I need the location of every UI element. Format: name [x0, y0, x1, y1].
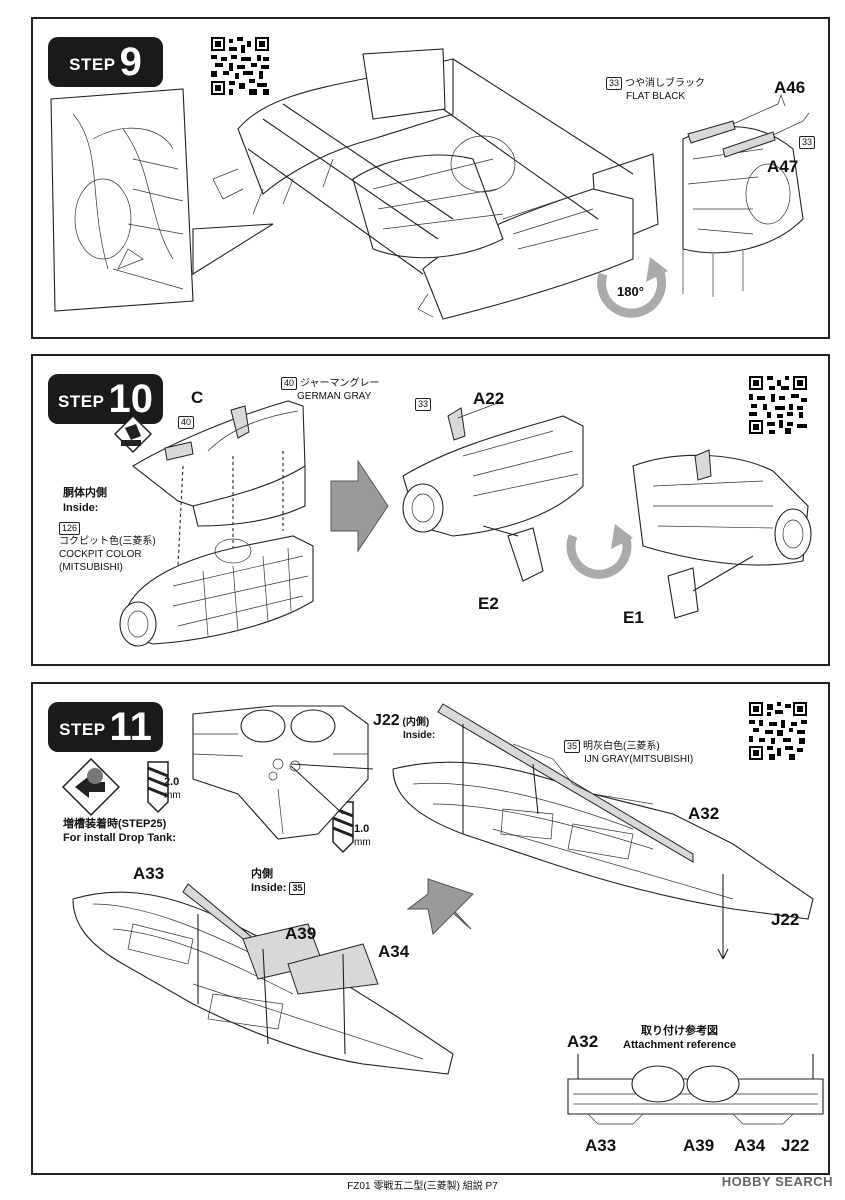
step-word: STEP: [59, 720, 106, 739]
step-11-panel: STEP 11: [31, 682, 830, 1175]
j22-inside-note: J22 (内側) Inside:: [373, 712, 436, 742]
step-number: 10: [108, 377, 153, 421]
part-a46-label: A46: [774, 78, 806, 97]
watermark: HOBBY SEARCH: [721, 1174, 833, 1189]
ref-a34-label: A34: [734, 1136, 766, 1155]
drop-tank-note: 増槽装着時(STEP25) For install Drop Tank:: [63, 818, 176, 844]
step-11-illustration: [61, 703, 824, 1125]
drill-1mm: 1.0 mm: [354, 823, 371, 848]
step-number: 11: [109, 705, 152, 749]
page-footer: FZ01 零戦五二型(三菱製) 組説 P7: [347, 1181, 498, 1192]
step-badge: STEP 9: [48, 37, 163, 87]
ref-a39-label: A39: [683, 1136, 715, 1155]
qr-code-icon: [749, 702, 807, 760]
paint-ref-small: 33: [799, 136, 818, 149]
part-a33-label: A33: [133, 864, 165, 883]
ref-j22-label: J22: [781, 1136, 810, 1155]
part-a47-label: A47: [767, 157, 799, 176]
part-a22-label: A22: [473, 389, 505, 408]
inside-note-2: 内側 Inside:35: [251, 867, 308, 895]
step-badge: STEP 10: [48, 374, 163, 424]
step-word: STEP: [58, 392, 105, 411]
attachment-reference-title: 取り付け参考図 Attachment reference: [623, 1025, 737, 1051]
paint-33-ref: 33: [415, 398, 434, 411]
step-number: 9: [119, 40, 142, 84]
paint-40-ref-b: 40: [178, 416, 197, 429]
part-a32-label: A32: [688, 804, 720, 823]
part-j22-label: J22: [771, 910, 800, 929]
drill-2mm: 2.0 mm: [164, 776, 181, 801]
paint-ref: 33: [606, 77, 623, 90]
inside-note: 胴体内側 Inside:: [63, 487, 107, 514]
step-9-panel: STEP 9: [31, 17, 830, 339]
part-a34-label: A34: [378, 942, 410, 961]
part-e1-label: E1: [623, 608, 644, 627]
step-10-panel: STEP 10: [31, 354, 830, 666]
part-c-label: C: [191, 388, 204, 407]
qr-code-icon: [211, 37, 269, 95]
step-word: STEP: [69, 55, 116, 74]
ref-a32-label: A32: [567, 1032, 599, 1051]
ref-a33-label: A33: [585, 1136, 617, 1155]
rotate-180-label: 180°: [617, 284, 644, 299]
part-e2-label: E2: [478, 594, 499, 613]
step-9-illustration: [50, 48, 810, 320]
qr-code-icon: [749, 376, 807, 434]
part-a39-label: A39: [285, 924, 317, 943]
step-10-illustration: [113, 400, 812, 647]
cockpit-color-paint-note: 126 コクピット色(三菱系) COCKPIT COLOR (MITSUBISH…: [59, 522, 156, 573]
step-badge: STEP 11: [48, 702, 163, 752]
